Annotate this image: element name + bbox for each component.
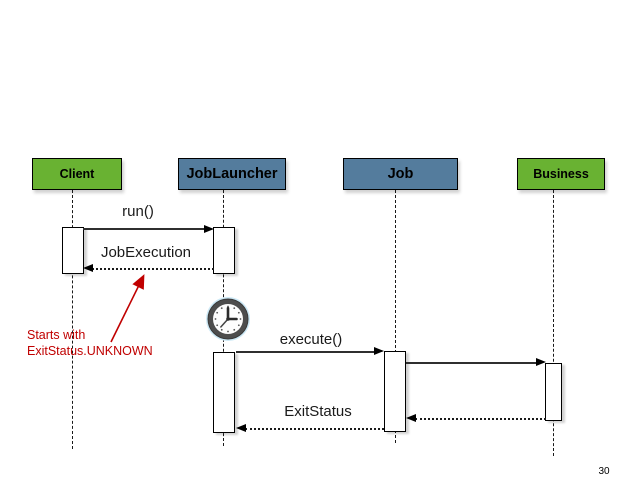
annotation-line2: ExitStatus.UNKNOWN (27, 344, 153, 358)
actor-box-joblauncher: JobLauncher (178, 158, 286, 190)
message-business-return-line (415, 418, 546, 420)
message-job-to-business-line (406, 362, 537, 364)
arrowhead-left-icon (236, 424, 246, 432)
activation-bar-job (384, 351, 406, 432)
actor-label-job: Job (387, 166, 414, 182)
actor-box-business: Business (517, 158, 605, 190)
lifeline-job (395, 190, 396, 443)
activation-bar-joblauncher2 (213, 352, 235, 433)
message-execute-line (236, 351, 375, 353)
message-exitstatus-line (245, 428, 384, 430)
message-jobexecution-line (92, 268, 214, 270)
lifeline-client (72, 190, 73, 449)
message-execute-label: execute() (279, 331, 343, 348)
activation-bar-client (62, 227, 84, 274)
arrowhead-right-icon (204, 225, 214, 233)
actor-label-client: Client (59, 167, 95, 181)
arrowhead-right-icon (374, 347, 384, 355)
arrowhead-right-icon (536, 358, 546, 366)
message-exitstatus-label: ExitStatus (284, 403, 352, 420)
actor-label-joblauncher: JobLauncher (186, 166, 278, 182)
message-run-label: run() (122, 203, 154, 220)
actor-label-business: Business (533, 167, 589, 181)
arrowhead-left-icon (83, 264, 93, 272)
activation-bar-joblauncher1 (213, 227, 235, 274)
activation-bar-business (545, 363, 562, 421)
actor-box-client: Client (32, 158, 122, 190)
annotation-line1: Starts with (27, 328, 86, 342)
lifeline-business (553, 190, 554, 456)
page-number: 30 (598, 466, 610, 477)
annotation-text: Starts with ExitStatus.UNKNOWN (27, 327, 153, 359)
actor-box-job: Job (343, 158, 458, 190)
arrowhead-left-icon (406, 414, 416, 422)
message-run-line (83, 228, 205, 230)
clock-icon (206, 297, 250, 341)
message-jobexecution-label: JobExecution (100, 244, 192, 261)
